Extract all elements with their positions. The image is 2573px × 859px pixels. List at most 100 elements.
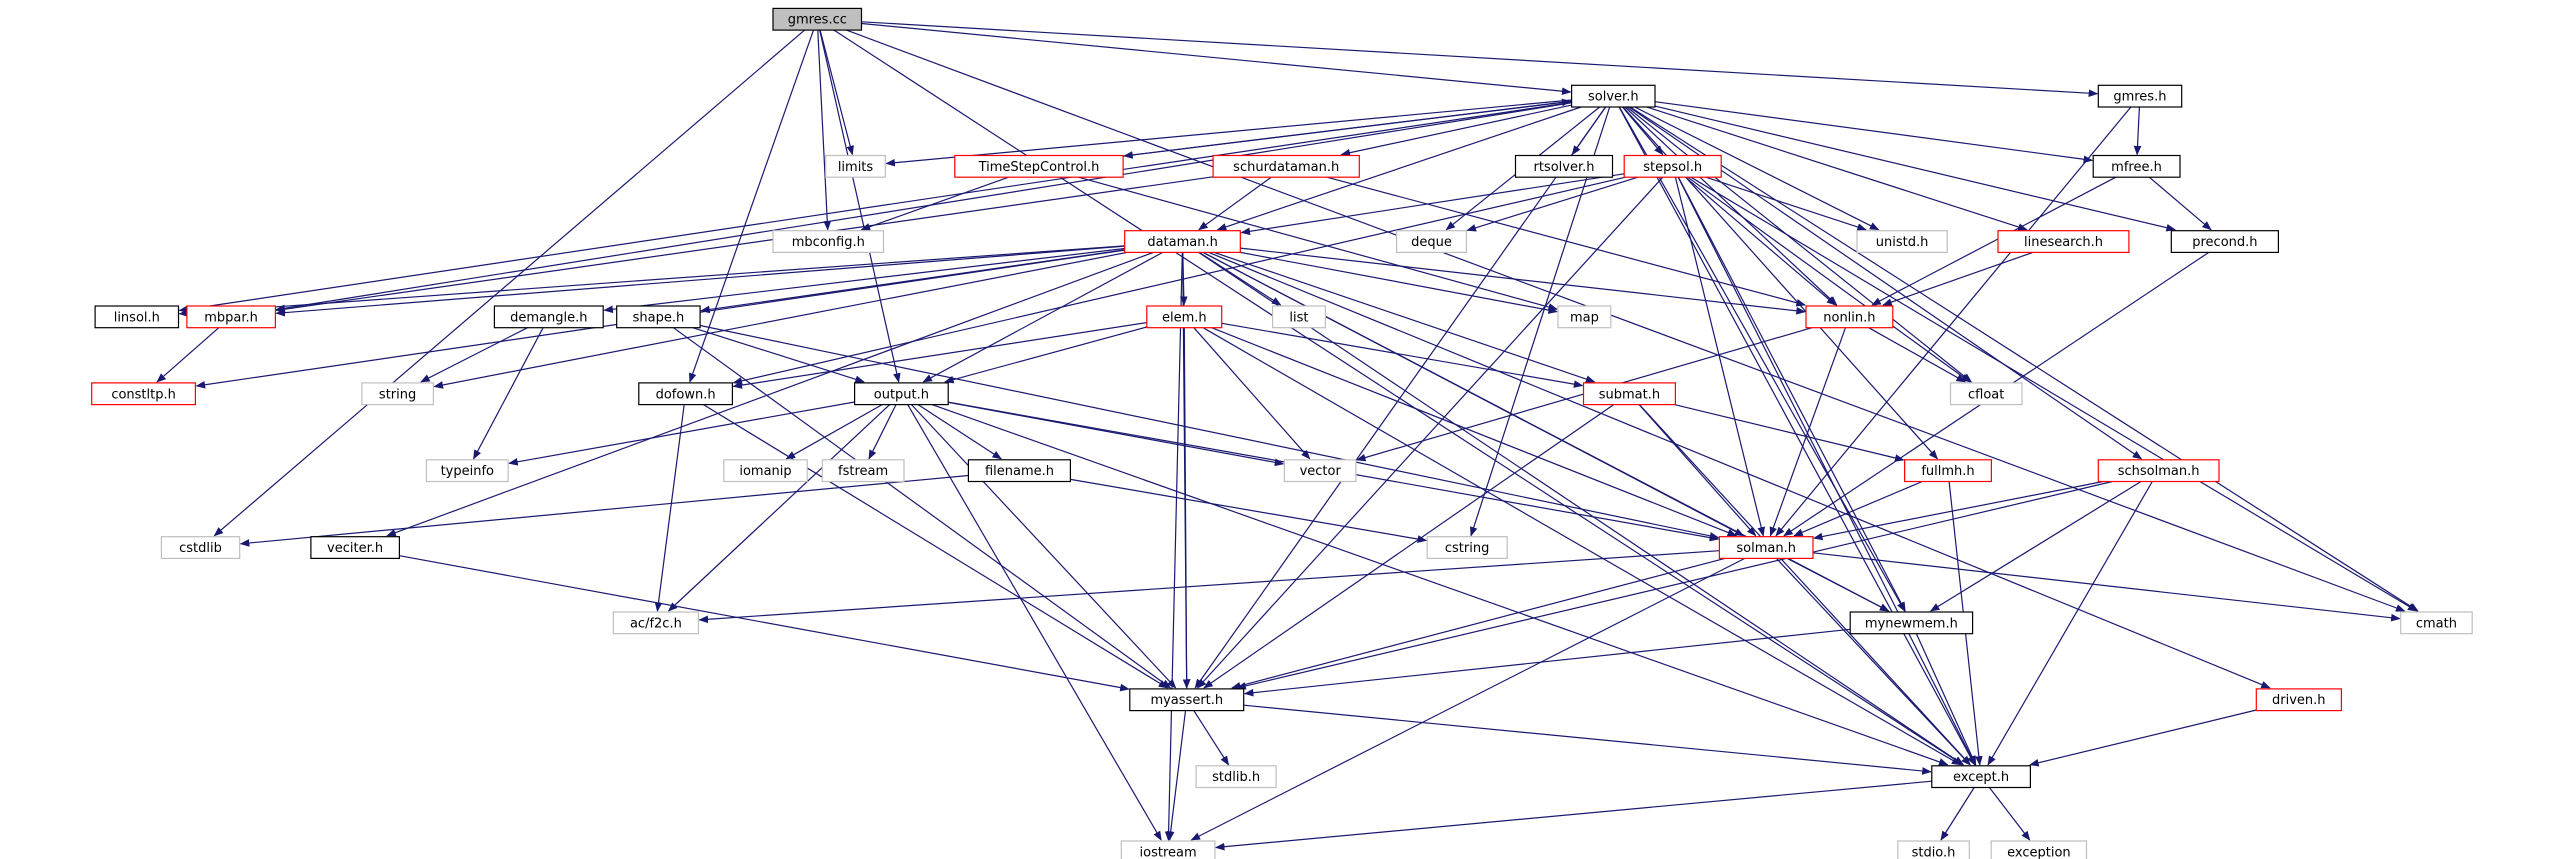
edge-TimeStepControl_h-to-map (1078, 176, 1558, 311)
node-output-h[interactable]: output.h (853, 382, 949, 406)
node-box (1897, 840, 1970, 859)
node-veciter-h[interactable]: veciter.h (310, 536, 400, 560)
edge-stepsol_h-to-nonlin_h (1685, 176, 1837, 306)
edge-TimeStepControl_h-to-mbconfig_h (860, 176, 1009, 231)
node-stdlib-h: stdlib.h (1195, 765, 1277, 789)
edge-fullmh_h-to-solman_h (1793, 480, 1923, 537)
node-TimeStepControl-h[interactable]: TimeStepControl.h (954, 154, 1124, 178)
node-box (1557, 305, 1612, 329)
node-elem-h[interactable]: elem.h (1146, 305, 1223, 329)
node-label: limits (838, 160, 874, 175)
edge-mbpar_h-to-constltp_h (156, 327, 220, 383)
node-iostream: iostream (1120, 840, 1216, 859)
node-label: veciter.h (327, 541, 383, 556)
node-box (1570, 84, 1656, 108)
node-list: list (1271, 305, 1326, 329)
edge-linesearch_h-to-nonlin_h (1882, 251, 2033, 306)
node-box (361, 382, 434, 406)
node-box (91, 382, 196, 406)
edge-myassert_h-to-iostream (1166, 710, 1187, 841)
node-typeinfo: typeinfo (425, 459, 509, 483)
edge-stepsol_h-to-dataman_h (1240, 173, 1625, 236)
edge-shape_h-to-output_h (692, 327, 865, 383)
node-mfree-h[interactable]: mfree.h (2092, 154, 2181, 178)
node-label: elem.h (1162, 310, 1207, 325)
node-box (310, 536, 400, 560)
edge-stepsol_h-to-cfloat (1687, 176, 1971, 383)
node-vector: vector (1283, 459, 1357, 483)
node-cfloat: cfloat (1949, 382, 2023, 406)
node-box (1931, 765, 2032, 789)
node-label: fullmh.h (1921, 464, 1974, 479)
node-submat-h[interactable]: submat.h (1582, 382, 1677, 406)
edge-gmres_cc-to-cmath (846, 29, 2406, 612)
node-label: driven.h (2272, 693, 2326, 708)
node-box (1195, 765, 1277, 789)
node-myassert-h[interactable]: myassert.h (1129, 688, 1245, 712)
edge-driven_h-to-except_h (2029, 709, 2257, 767)
node-label: mbpar.h (204, 310, 258, 325)
node-box (1623, 154, 1722, 178)
node-gmres-cc[interactable]: gmres.cc (772, 7, 863, 31)
node-constltp-h[interactable]: constltp.h (91, 382, 196, 406)
node-fullmh-h[interactable]: fullmh.h (1903, 459, 1992, 483)
node-box (1997, 230, 2130, 253)
edge-gmres_h-to-solman_h (1775, 106, 2132, 537)
node-box (186, 305, 276, 329)
node-except-h[interactable]: except.h (1931, 765, 2032, 789)
node-box (2092, 154, 2181, 178)
node-label: stdio.h (1912, 845, 1956, 859)
node-linesearch-h[interactable]: linesearch.h (1997, 230, 2130, 253)
node-label: TimeStepControl.h (978, 160, 1100, 175)
node-label: mfree.h (2111, 160, 2162, 175)
node-box (772, 230, 885, 253)
node-schsolman-h[interactable]: schsolman.h (2097, 459, 2220, 483)
node-box (1990, 840, 2088, 859)
node-dataman-h[interactable]: dataman.h (1124, 230, 1241, 253)
file-nodes: gmres.cc solver.h gmres.h limits TimeStepCon… (91, 7, 2473, 859)
dependency-edges (156, 21, 2419, 851)
node-demangle-h[interactable]: demangle.h (493, 305, 604, 329)
node-nonlin-h[interactable]: nonlin.h (1805, 305, 1894, 329)
node-stepsol-h[interactable]: stepsol.h (1623, 154, 1722, 178)
node-box (967, 459, 1072, 483)
node-solman-h[interactable]: solman.h (1718, 536, 1814, 560)
node-box (612, 611, 699, 635)
node-schurdataman-h[interactable]: schurdataman.h (1212, 154, 1360, 178)
node-mynewmem-h[interactable]: mynewmem.h (1849, 611, 1974, 635)
node-label: ac/f2c.h (630, 616, 682, 631)
node-precond-h[interactable]: precond.h (2170, 230, 2280, 253)
edge-solver_h-to-nonlin_h (1624, 106, 1838, 306)
edge-schsolman_h-to-except_h (1987, 481, 2153, 766)
node-gmres-h[interactable]: gmres.h (2097, 84, 2183, 108)
node-dofown-h[interactable]: dofown.h (638, 382, 733, 406)
node-linsol-h[interactable]: linsol.h (94, 305, 180, 329)
edge-output_h-to-iomanip (785, 404, 883, 460)
edge-gmres_cc-to-output_h (819, 29, 901, 383)
node-rtsolver-h[interactable]: rtsolver.h (1514, 154, 1614, 178)
edge-demangle_h-to-string (420, 327, 528, 383)
edge-solman_h-to-iostream (1190, 557, 1746, 841)
edge-solman_h-to-except_h (1775, 557, 1971, 766)
node-cstring: cstring (1426, 536, 1508, 560)
node-box (493, 305, 604, 329)
node-label: cmath (2416, 616, 2457, 631)
node-driven-h[interactable]: driven.h (2255, 688, 2343, 712)
node-label: nonlin.h (1823, 310, 1875, 325)
edge-schsolman_h-to-myassert_h (1236, 480, 2113, 690)
node-box (1856, 230, 1948, 253)
edge-dataman_h-to-demangle_h (603, 247, 1125, 314)
node-unistd-h: unistd.h (1856, 230, 1948, 253)
edge-dataman_h-to-iostream (1164, 252, 1183, 841)
node-mbpar-h[interactable]: mbpar.h (186, 305, 276, 329)
edge-dataman_h-to-string (433, 251, 1127, 389)
node-label: unistd.h (1876, 235, 1929, 250)
node-label: fstream (838, 464, 888, 479)
edge-elem_h-to-output_h (944, 326, 1147, 384)
node-solver-h[interactable]: solver.h (1570, 84, 1656, 108)
node-label: shape.h (633, 310, 685, 325)
edge-dataman_h-to-driven_h (1208, 251, 2271, 689)
node-filename-h[interactable]: filename.h (967, 459, 1072, 483)
node-shape-h[interactable]: shape.h (616, 305, 701, 329)
edge-except_h-to-exception (1988, 787, 2031, 841)
